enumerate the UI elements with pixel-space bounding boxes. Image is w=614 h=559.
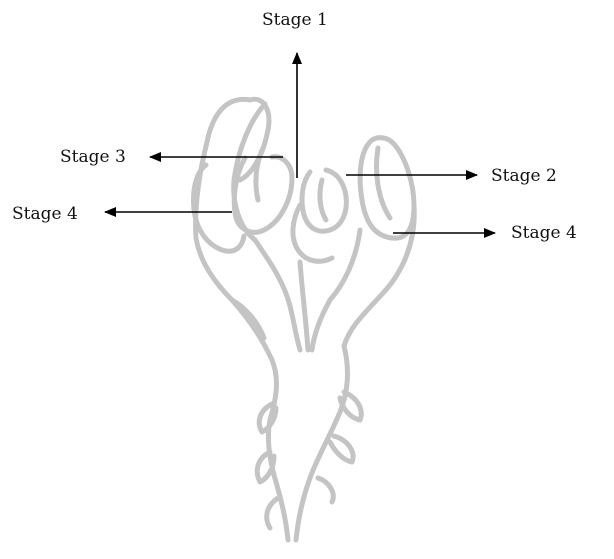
label-stage-2: Stage 2: [491, 168, 557, 185]
stem-leaf-right-3: [318, 478, 333, 502]
right-outer-edge: [344, 206, 414, 346]
stage4-right-lobe-inner: [377, 148, 391, 218]
label-stage-3: Stage 3: [60, 149, 126, 166]
stage4-right-lobe: [360, 138, 414, 239]
stem-center: [300, 262, 308, 350]
plant-illustration: [194, 99, 415, 540]
stage2-bud-inner: [320, 180, 326, 220]
label-stage-4-right: Stage 4: [511, 225, 577, 242]
stem-right: [296, 346, 347, 540]
stem-leaf-left-3: [267, 498, 278, 528]
label-stage-4-left: Stage 4: [12, 206, 78, 223]
label-stage-1: Stage 1: [262, 12, 328, 29]
stem-leaf-right-2: [330, 436, 353, 462]
right-inner-edge: [330, 230, 360, 300]
flow-line-3: [312, 300, 330, 350]
